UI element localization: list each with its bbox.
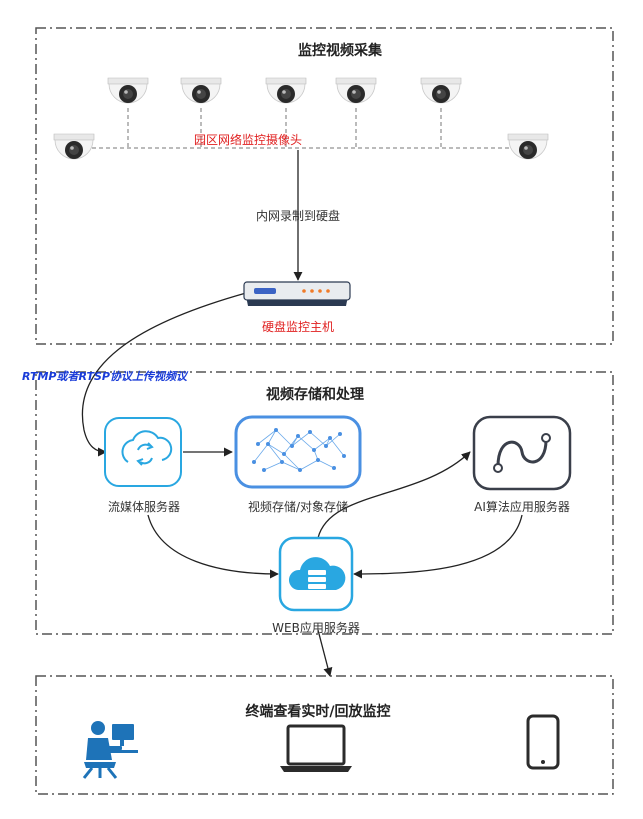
laptop-icon: [280, 724, 352, 772]
storage-title: 视频存储和处理: [266, 387, 364, 403]
web-to-ai-arrow: [317, 451, 471, 539]
web-to-terminal-arrow: [317, 629, 333, 677]
camera-group-label: 园区网络监控摄像头: [193, 133, 303, 147]
tablet-icon: [526, 714, 560, 770]
ai-server-label: AI算法应用服务器: [474, 500, 570, 514]
desktop-user-icon: [82, 721, 138, 779]
terminal-title: 终端查看实时/回放监控: [245, 704, 391, 720]
protocol-label: RTMP或者RTSP协议上传视频议: [22, 370, 187, 383]
video-storage-label: 视频存储/对象存储: [247, 500, 349, 514]
storage-section-border: [35, 371, 614, 635]
nvr-label: 硬盘监控主机: [261, 320, 335, 334]
ai-to-web-arrow: [353, 514, 523, 579]
stream-to-web-arrow: [147, 514, 279, 579]
upload-arrow: [81, 292, 247, 457]
record-label: 内网录制到硬盘: [256, 209, 341, 223]
web-server-label: WEB应用服务器: [272, 621, 360, 635]
capture-section-border: [35, 27, 614, 345]
camera-links: [92, 108, 512, 149]
capture-title: 监控视频采集: [298, 43, 382, 59]
stream-server-label: 流媒体服务器: [107, 500, 181, 514]
